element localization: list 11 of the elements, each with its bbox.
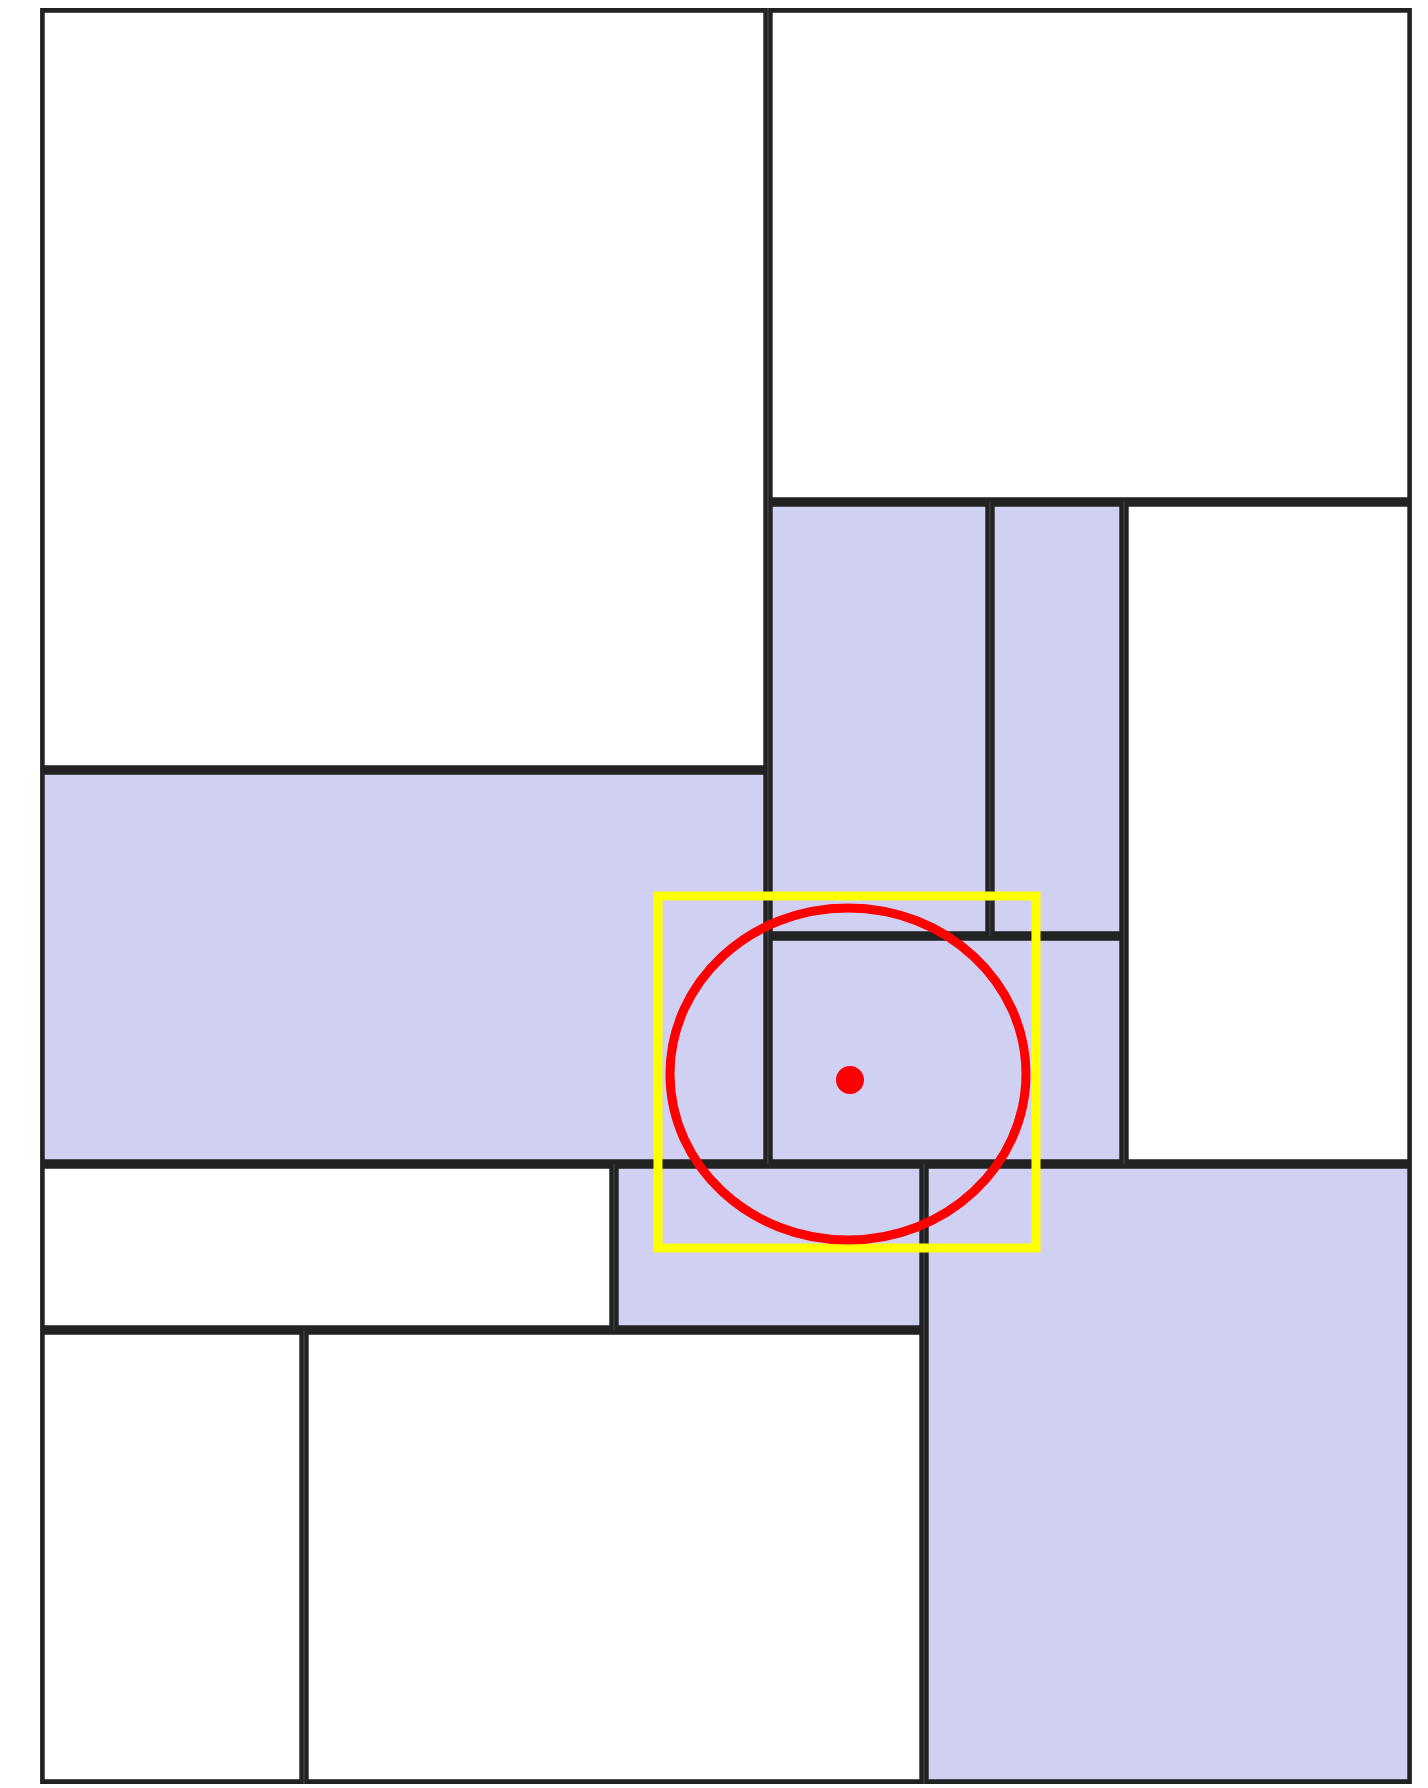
region-box [40, 1330, 304, 1784]
region-box [768, 936, 1124, 1164]
region-box [768, 502, 990, 936]
region-box [990, 502, 1124, 936]
query-point [836, 1066, 864, 1094]
region-box [768, 8, 1412, 502]
region-box [304, 1330, 924, 1784]
region-box [40, 1164, 614, 1330]
region-box [924, 1164, 1412, 1784]
region-box [1124, 502, 1412, 1164]
region-box [40, 8, 768, 770]
